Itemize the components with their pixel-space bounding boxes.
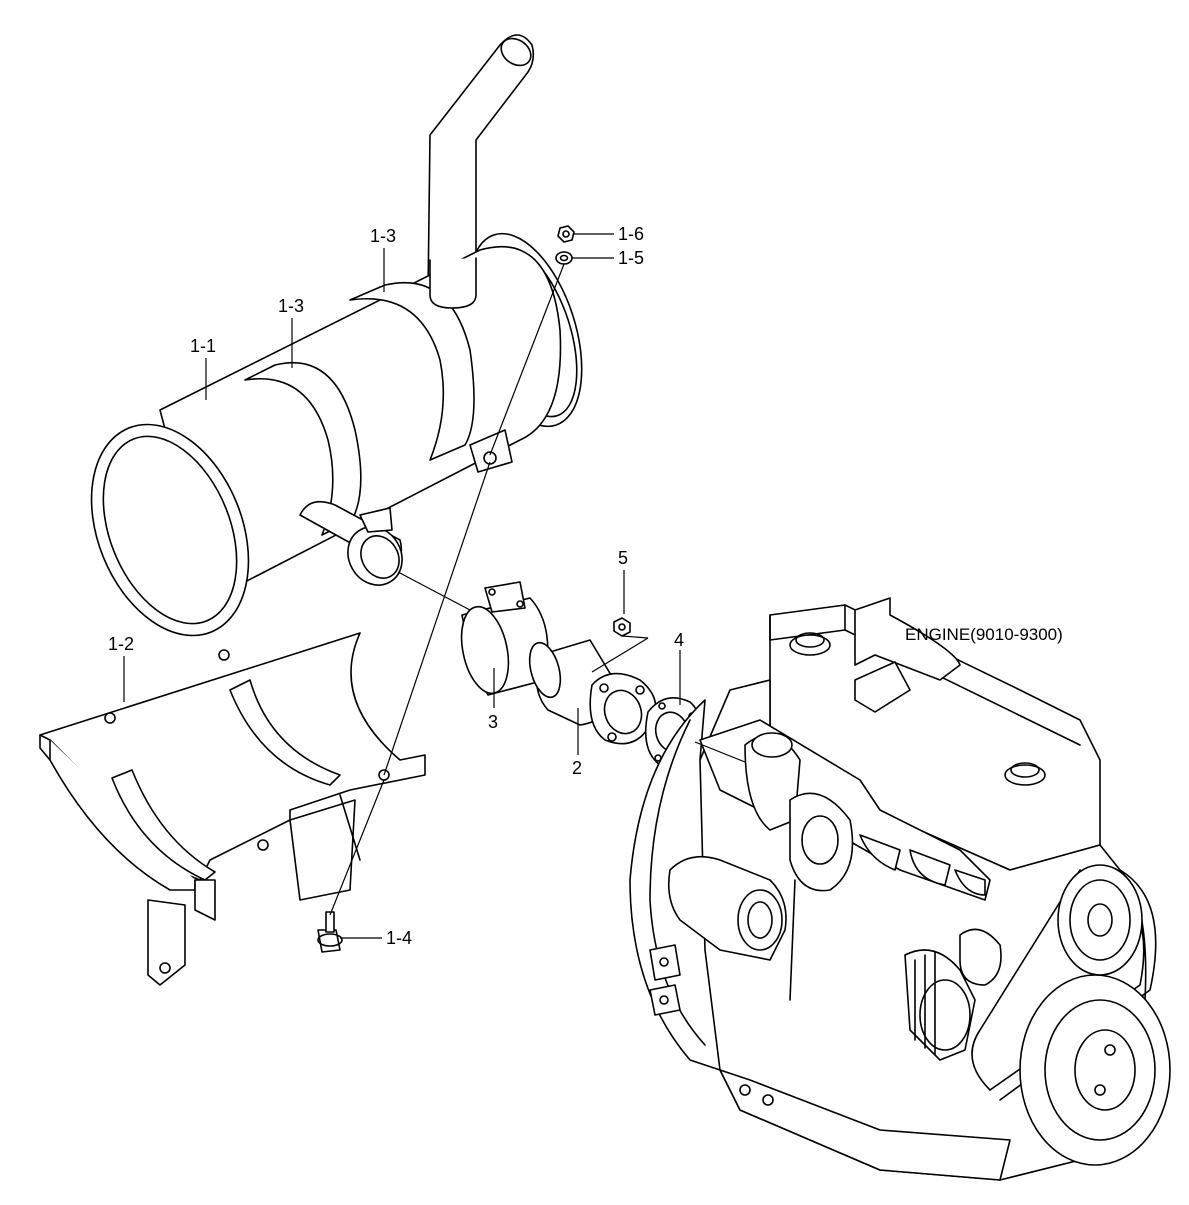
- callout-clamp: 3: [488, 712, 498, 732]
- callout-exhaust-pipe: 2: [572, 758, 582, 778]
- callout-nut: 5: [618, 548, 628, 568]
- callout-nut-top: 1-6: [618, 224, 644, 244]
- callout-band-front: 1-3: [278, 296, 304, 316]
- callout-muffler: 1-1: [190, 336, 216, 356]
- bolt: [317, 911, 343, 953]
- engine: [629, 597, 1171, 1181]
- nut-5: [613, 617, 631, 637]
- callout-bolt: 1-4: [386, 928, 412, 948]
- callout-heat-shield: 1-2: [108, 634, 134, 654]
- callout-gasket: 4: [674, 630, 684, 650]
- clamp: [460, 581, 549, 696]
- exhaust-pipe: [528, 639, 657, 745]
- heat-shield: [39, 632, 426, 986]
- diagram-title: ENGINE(9010-9300): [905, 625, 1063, 644]
- callout-washer: 1-5: [618, 248, 644, 268]
- washer-1-5: [555, 251, 573, 265]
- callout-band-rear: 1-3: [370, 226, 396, 246]
- muffler: [90, 34, 583, 637]
- nut-1-6: [557, 225, 575, 243]
- leader-lines: [123, 233, 746, 939]
